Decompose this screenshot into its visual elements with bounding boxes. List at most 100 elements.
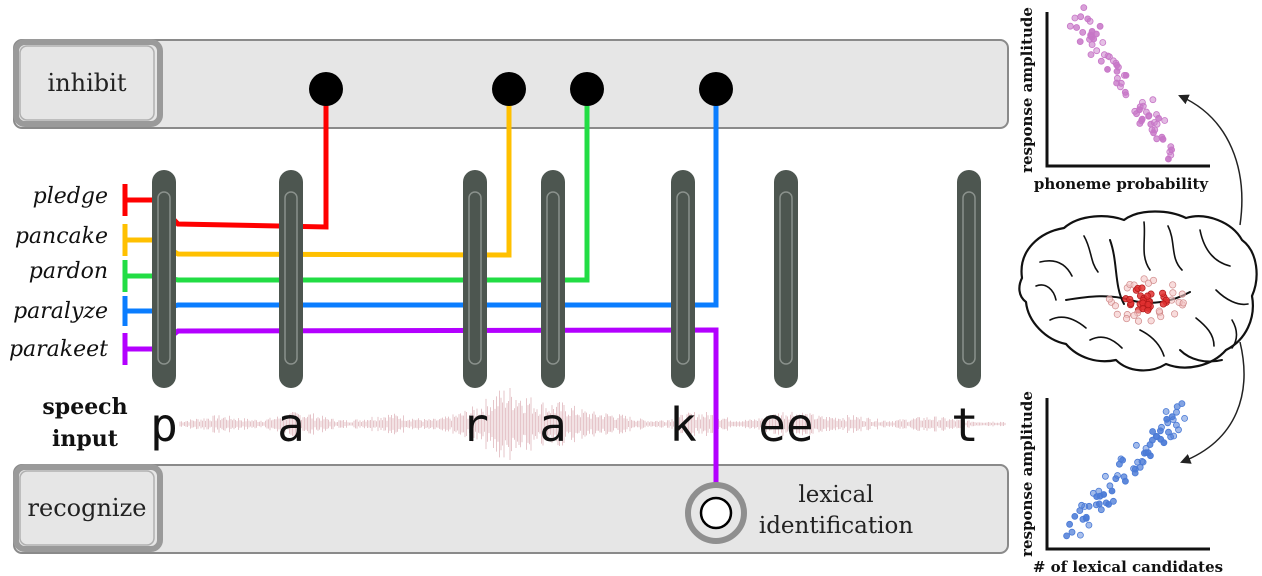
top-plot-point bbox=[1121, 72, 1128, 79]
candidate-label-pardon: pardon bbox=[29, 259, 108, 284]
brain-hotspot-point bbox=[1143, 292, 1152, 300]
bottom-plot-point bbox=[1173, 408, 1180, 416]
bottom-plot-point bbox=[1146, 441, 1154, 449]
bottom-plot-point bbox=[1097, 506, 1105, 514]
top-plot-point bbox=[1145, 112, 1153, 119]
bottom-plot-point bbox=[1178, 400, 1186, 408]
top-plot-point bbox=[1148, 126, 1156, 134]
top-plot-point bbox=[1155, 114, 1162, 122]
bottom-plot-point bbox=[1093, 493, 1101, 501]
brain-hotspot-point bbox=[1179, 299, 1187, 307]
bottom-plot-point bbox=[1175, 426, 1182, 434]
phoneme-a1: a bbox=[277, 398, 305, 452]
bottom-plot-point bbox=[1133, 441, 1140, 449]
bottom-plot-point bbox=[1157, 435, 1165, 443]
arrow-to-bottom-plot bbox=[1180, 341, 1245, 464]
bottom-plot-point bbox=[1100, 491, 1108, 498]
phoneme-bars bbox=[152, 170, 981, 388]
brain-hotspot-point bbox=[1178, 290, 1186, 298]
phoneme-ee: ee bbox=[758, 398, 813, 452]
bottom-plot-point bbox=[1066, 520, 1073, 528]
lexical-identification-line1: lexical bbox=[798, 482, 873, 508]
phoneme-t: t bbox=[951, 398, 979, 452]
phoneme-bar-p bbox=[152, 170, 176, 388]
bottom-plot-point bbox=[1102, 472, 1109, 480]
inhibit-label: inhibit bbox=[48, 69, 127, 97]
recognize-label: recognize bbox=[28, 494, 147, 522]
inhibit-node-paralyze bbox=[699, 72, 733, 106]
phoneme-bar-a2 bbox=[541, 170, 565, 388]
bottom-plot-point bbox=[1092, 501, 1100, 509]
speech-label-line1: speech bbox=[42, 394, 127, 420]
bottom-plot-xlabel: # of lexical candidates bbox=[1033, 558, 1223, 576]
bottom-plot-point bbox=[1167, 433, 1174, 441]
top-plot-point bbox=[1133, 110, 1140, 118]
top-plot-point bbox=[1077, 13, 1085, 21]
brain-hotspot-point bbox=[1149, 276, 1158, 284]
top-plot-point bbox=[1076, 38, 1084, 45]
top-plot-ylabel: response amplitude bbox=[1018, 7, 1036, 173]
bottom-plot-point bbox=[1068, 528, 1076, 536]
inhibit-node-pledge bbox=[309, 72, 343, 106]
phoneme-r: r bbox=[461, 398, 489, 452]
top-plot-xlabel: phoneme probability bbox=[1034, 175, 1210, 193]
phoneme-bar-t bbox=[957, 170, 981, 388]
bottom-plot-point bbox=[1119, 456, 1126, 464]
arrow-to-top-plot bbox=[1178, 94, 1243, 226]
recognize-button-frame bbox=[13, 464, 163, 552]
phoneme-bar-a1 bbox=[279, 170, 303, 388]
phoneme-bar-r bbox=[463, 170, 487, 388]
candidate-label-paralyze: paralyze bbox=[13, 299, 108, 324]
phoneme-labels: p a r a k ee t bbox=[150, 398, 979, 452]
top-plot-point bbox=[1080, 4, 1088, 11]
top-plot-point bbox=[1106, 53, 1113, 61]
top-plot-point bbox=[1139, 102, 1147, 110]
speech-waveform bbox=[179, 388, 1006, 460]
candidate-pathways bbox=[122, 90, 719, 510]
lexical-identification-line2: identification bbox=[759, 513, 913, 539]
bottom-plot-point bbox=[1063, 532, 1070, 540]
bottom-plot-point bbox=[1136, 463, 1144, 471]
top-plot-point bbox=[1110, 57, 1117, 65]
speech-label-line2: input bbox=[52, 426, 119, 452]
bottom-plot-point bbox=[1162, 408, 1170, 415]
bottom-plot-point bbox=[1181, 414, 1188, 422]
bottom-plot-point bbox=[1078, 501, 1085, 509]
top-plot-point bbox=[1168, 146, 1175, 154]
brain-hotspot-point bbox=[1159, 300, 1167, 308]
phoneme-k: k bbox=[669, 398, 697, 452]
bottom-plot-point bbox=[1105, 500, 1112, 508]
bottom-plot-point bbox=[1158, 423, 1165, 431]
bottom-plot-point bbox=[1173, 403, 1181, 411]
bottom-plot-point bbox=[1082, 513, 1090, 521]
phoneme-a2: a bbox=[539, 398, 567, 452]
brain-hotspot-point bbox=[1113, 310, 1121, 318]
brain-hotspot-point bbox=[1155, 307, 1163, 315]
top-plot-point bbox=[1153, 120, 1161, 128]
top-plot-point bbox=[1066, 22, 1074, 30]
top-plot-point bbox=[1099, 39, 1107, 46]
top-plot-point bbox=[1138, 115, 1146, 123]
bottom-plot-point bbox=[1130, 465, 1137, 473]
recognize-panel: recognize bbox=[13, 464, 1009, 554]
phoneme-bar-k bbox=[671, 170, 695, 388]
bottom-plot-points bbox=[1063, 400, 1188, 540]
top-plot-point bbox=[1161, 117, 1169, 124]
top-plot-point bbox=[1096, 22, 1104, 30]
candidate-label-pancake: pancake bbox=[15, 224, 108, 249]
top-plot-point bbox=[1073, 24, 1080, 31]
inhibit-node-pardon bbox=[570, 72, 604, 106]
brain-hotspot-point bbox=[1134, 317, 1143, 325]
brain-hotspot-point bbox=[1159, 289, 1167, 297]
top-plot-point bbox=[1071, 14, 1079, 22]
bottom-plot-point bbox=[1164, 419, 1172, 427]
brain-hotspot-point bbox=[1126, 295, 1134, 303]
top-plot: phoneme probability response amplitude bbox=[1018, 4, 1210, 193]
brain-hotspot-point bbox=[1169, 289, 1177, 297]
brain-hotspot bbox=[1105, 275, 1187, 325]
bottom-plot-point bbox=[1077, 531, 1084, 539]
top-plot-point bbox=[1117, 79, 1125, 87]
top-plot-point bbox=[1121, 88, 1129, 96]
bottom-plot-point bbox=[1122, 477, 1129, 485]
phoneme-p: p bbox=[150, 398, 178, 452]
